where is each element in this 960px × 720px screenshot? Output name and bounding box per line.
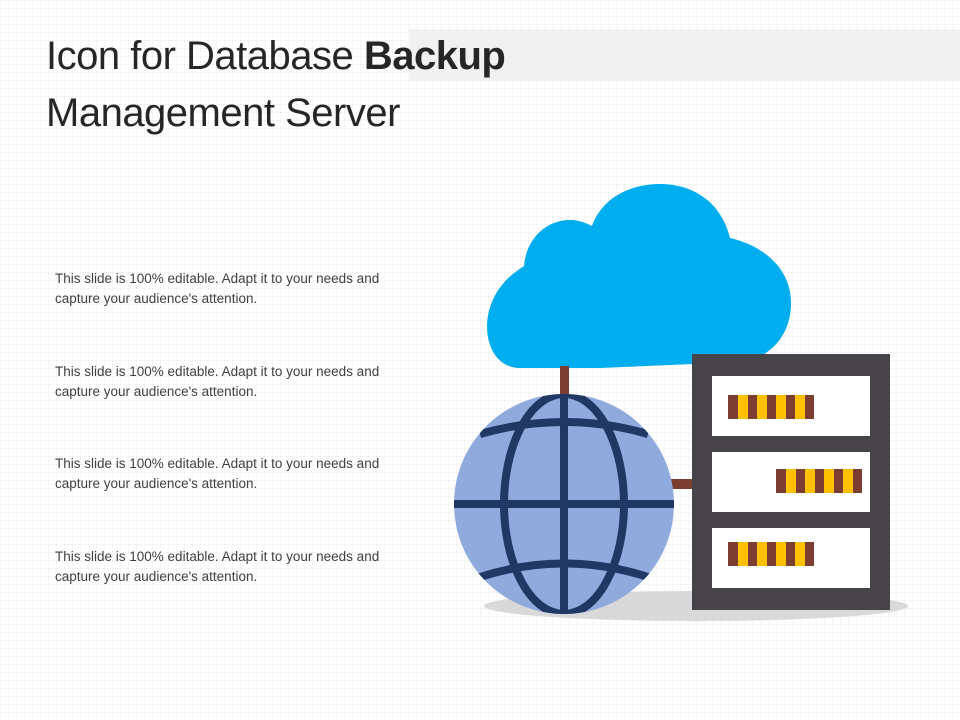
body-text-3: This slide is 100% editable. Adapt it to…: [55, 456, 380, 491]
title-regular: Icon for Database: [46, 34, 364, 78]
led-bar-2: [776, 469, 862, 493]
title-highlight-band: [409, 29, 960, 81]
globe-server-connector: [670, 479, 695, 489]
body-text-1: This slide is 100% editable. Adapt it to…: [55, 271, 380, 306]
server-rack-icon: [692, 354, 890, 610]
cloud-icon: [487, 184, 792, 368]
body-text-4: This slide is 100% editable. Adapt it to…: [55, 549, 380, 584]
backup-server-illustration: [454, 184, 908, 621]
body-text-2: This slide is 100% editable. Adapt it to…: [55, 364, 380, 399]
globe-icon: [454, 394, 674, 614]
led-bar-3: [728, 542, 814, 566]
cloud-globe-connector: [560, 366, 569, 402]
title-line2: Management Server: [46, 91, 400, 135]
title-bold: Backup: [363, 34, 506, 78]
led-bar-1: [728, 395, 814, 419]
